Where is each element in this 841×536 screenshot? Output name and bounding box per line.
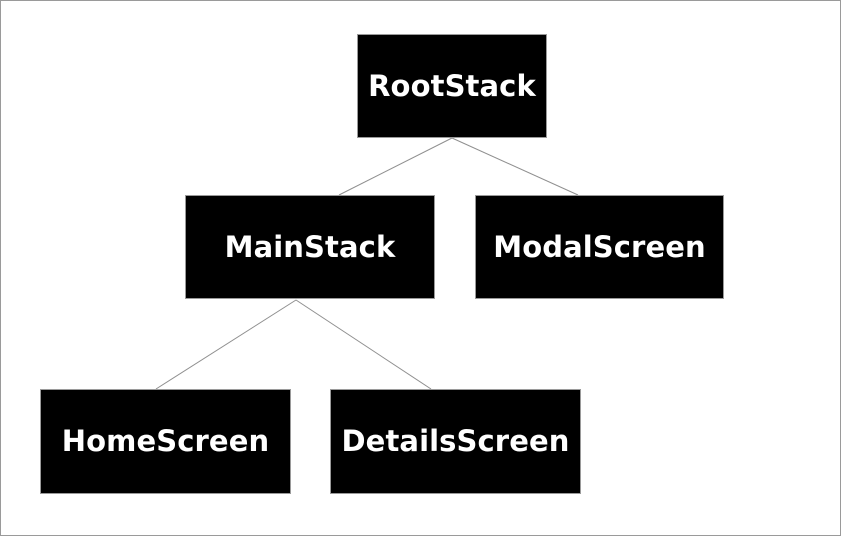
node-modal-screen[interactable]: ModalScreen bbox=[475, 195, 724, 299]
node-main-stack[interactable]: MainStack bbox=[185, 195, 435, 299]
node-details-screen[interactable]: DetailsScreen bbox=[330, 389, 581, 494]
edge-main-to-home bbox=[155, 299, 297, 390]
node-home-screen-label: HomeScreen bbox=[61, 424, 270, 458]
node-home-screen[interactable]: HomeScreen bbox=[40, 389, 291, 494]
edge-root-to-main bbox=[338, 137, 453, 196]
node-root-stack[interactable]: RootStack bbox=[357, 34, 547, 138]
node-details-screen-label: DetailsScreen bbox=[341, 424, 570, 458]
node-root-stack-label: RootStack bbox=[368, 68, 536, 103]
node-modal-screen-label: ModalScreen bbox=[493, 229, 706, 264]
node-main-stack-label: MainStack bbox=[224, 229, 396, 264]
edge-root-to-modal bbox=[451, 137, 579, 196]
edge-main-to-details bbox=[295, 299, 432, 390]
